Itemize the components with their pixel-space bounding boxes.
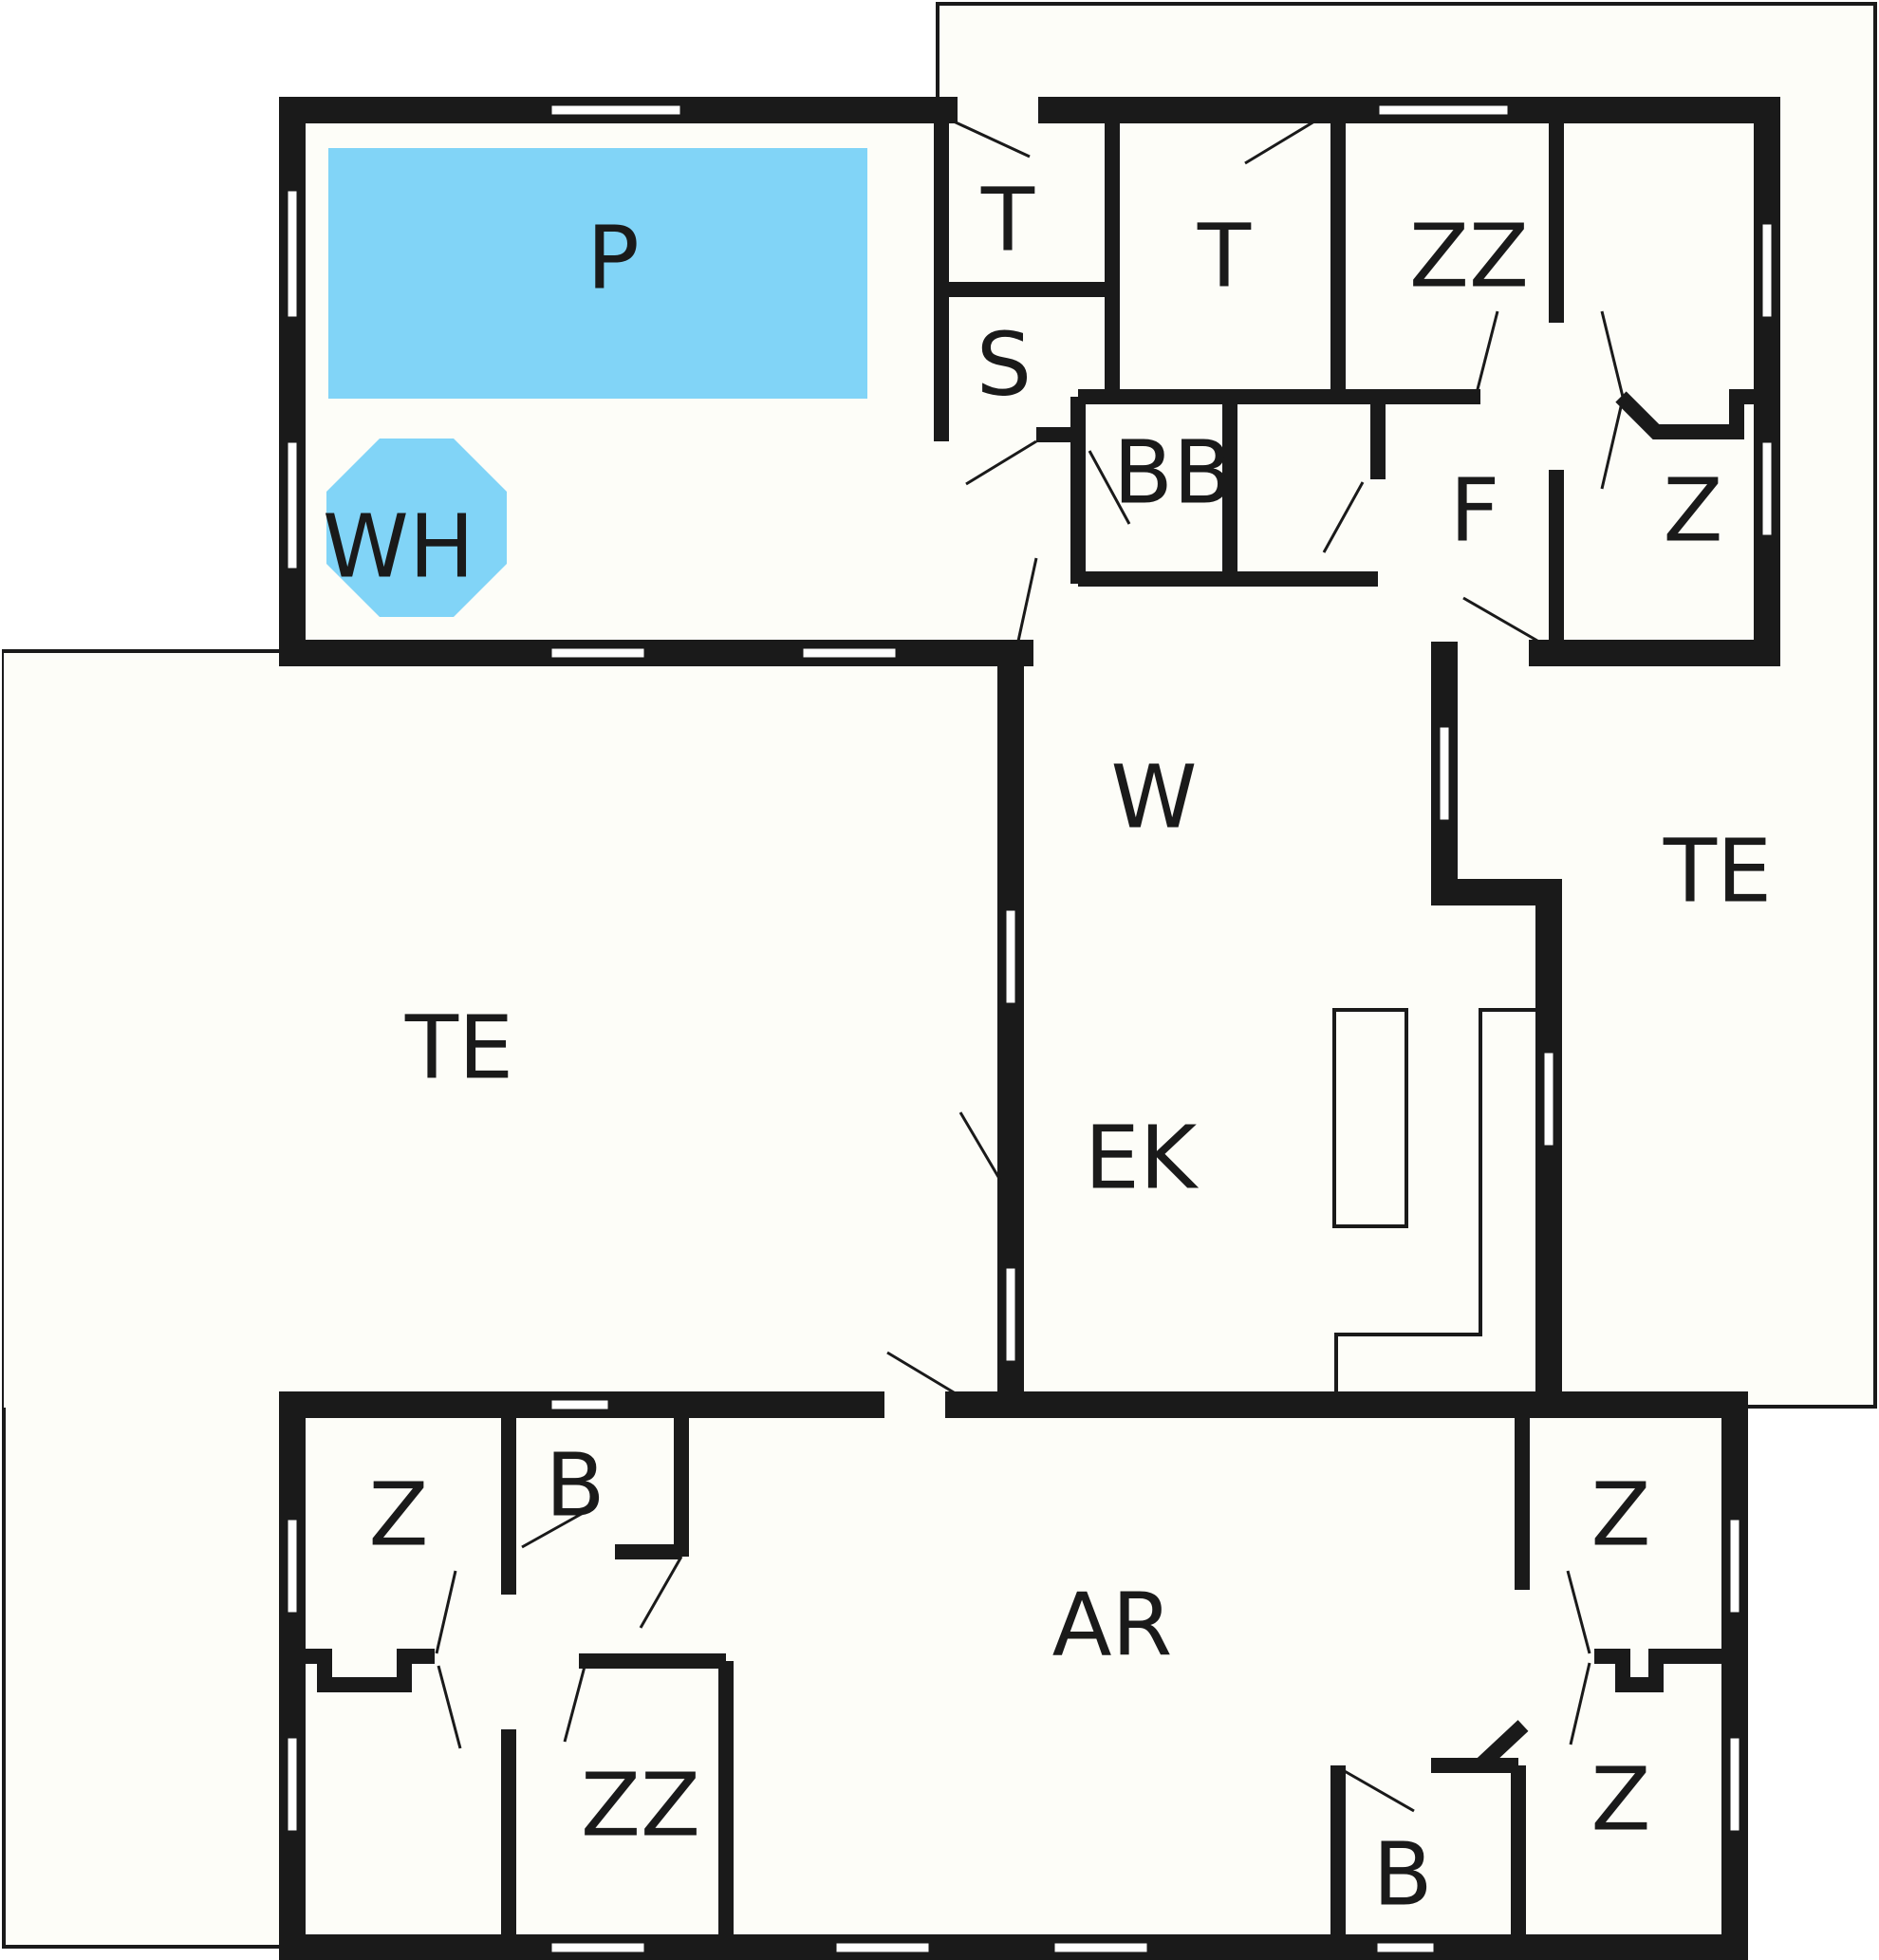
label-whirlpool: WH (323, 496, 474, 598)
label-terrace-right: TE (1663, 821, 1772, 923)
label-double-room-bottom: ZZ (581, 1755, 700, 1857)
kitchen-counter (1334, 1008, 1537, 1401)
label-living-room: W (1111, 747, 1198, 849)
label-bedroom-bottom-right-1: Z (1591, 1465, 1650, 1566)
label-bedroom-bottom-right-2: Z (1591, 1749, 1650, 1851)
interior-walls (296, 114, 1763, 1944)
windows (285, 103, 1775, 1955)
label-bedroom-bottom-left: Z (368, 1465, 428, 1566)
door-swings (435, 120, 1625, 1813)
label-toilet-2: T (1197, 206, 1252, 308)
label-double-room-top: ZZ (1409, 206, 1529, 308)
label-pool: P (586, 208, 639, 309)
label-bedroom-top: Z (1663, 460, 1722, 562)
label-shower-bath: BB (1113, 422, 1233, 524)
label-hallway: F (1450, 460, 1500, 562)
label-bathroom-bottom-left: B (545, 1435, 605, 1537)
label-terrace-left: TE (404, 998, 513, 1099)
floor-areas (4, 106, 1770, 1946)
label-activity-room: AR (1052, 1575, 1173, 1676)
kitchen-fixtures (1332, 1008, 1537, 1401)
label-sauna: S (977, 314, 1032, 416)
kitchen-island (1332, 1008, 1408, 1228)
whirlpool-basin (326, 439, 507, 617)
label-dining-kitchen: EK (1085, 1108, 1200, 1209)
walls (279, 97, 1780, 1960)
label-bathroom-bottom-right: B (1372, 1824, 1432, 1926)
room-labels: P WH T T S ZZ BB F Z W TE TE EK AR Z B Z… (323, 170, 1772, 1926)
pool-basin (328, 148, 867, 399)
label-toilet-1: T (980, 170, 1035, 271)
